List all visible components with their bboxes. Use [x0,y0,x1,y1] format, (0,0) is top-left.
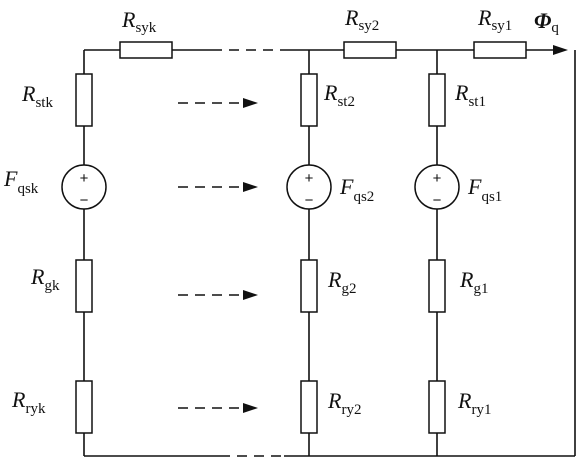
resistor-st1 [428,73,446,127]
resistor-ry1 [428,380,446,434]
label-sy2: Rsy2 [344,5,379,34]
arrowhead-icon [243,290,258,300]
continuation-arrow [178,182,258,192]
resistor-gk [75,259,93,313]
label-gk: Rgk [30,264,60,294]
mmf-source-qsk [61,164,107,210]
continuation-arrow [178,403,258,413]
label-st1: Rst1 [454,80,486,110]
mmf-source-qs2 [286,164,332,210]
label-g2: Rg2 [327,267,356,297]
resistor-g1 [428,259,446,313]
resistor-st2 [300,73,318,127]
resistor-stk [75,73,93,127]
label-qs2: Fqs2 [339,174,374,205]
minus-sign: − [305,192,314,209]
plus-sign: + [80,170,89,187]
label-syk: Rsyk [121,7,157,36]
resistor-g2 [300,259,318,313]
continuation-arrow [178,290,258,300]
resistor-sy2 [343,41,397,59]
arrowhead-icon [243,98,258,108]
resistor-syk [119,41,173,59]
label-stk: Rstk [21,81,53,111]
label-qs1: Fqs1 [467,174,502,205]
resistor-ry2 [300,380,318,434]
branch-1: + − Rst1 Fqs1 Rg1 Rry1 [414,50,502,456]
arrowhead-icon [243,403,258,413]
plus-sign: + [433,170,442,187]
label-qsk: Fqsk [3,166,39,197]
branch-k: + − Rstk Fqsk Rgk Rryk [3,50,107,456]
label-ry1: Rry1 [457,388,491,418]
label-ry2: Rry2 [327,388,361,418]
resistor-sy1 [473,41,527,59]
continuation-arrow [178,98,258,108]
branch-2: + − Rst2 Fqs2 Rg2 Rry2 [286,50,374,456]
label-ryk: Rryk [11,387,46,417]
label-flux: Φq [534,8,559,36]
minus-sign: − [80,192,89,209]
plus-sign: + [305,170,314,187]
mmf-source-qs1 [414,164,460,210]
flux-arrowhead [553,45,568,55]
label-g1: Rg1 [459,267,488,297]
resistor-ryk [75,380,93,434]
label-sy1: Rsy1 [477,5,512,34]
label-st2: Rst2 [323,80,355,110]
minus-sign: − [433,192,442,209]
arrowhead-icon [243,182,258,192]
